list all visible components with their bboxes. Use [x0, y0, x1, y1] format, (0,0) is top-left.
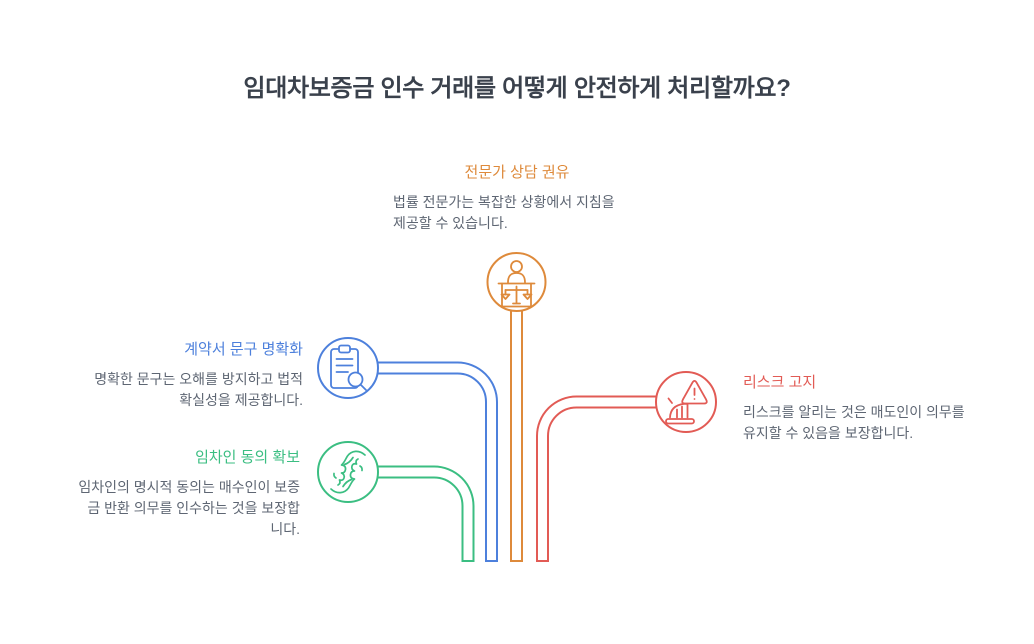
node-circle-contract: [317, 337, 379, 399]
handshake-icon: [330, 450, 366, 494]
page-title: 임대차보증금 인수 거래를 어떻게 안전하게 처리할까요?: [243, 75, 791, 103]
step-risk-body: 리스크를 알리는 것은 매도인이 의무를 유지할 수 있음을 보장합니다.: [743, 404, 965, 441]
document-magnifier-icon: [330, 344, 367, 391]
node-circle-risk: [655, 371, 717, 433]
step-expert-body: 법률 전문가는 복잡한 상황에서 지침을 제공할 수 있습니다.: [393, 194, 615, 231]
step-tenant: 임차인 동의 확보 임차인의 명시적 동의는 매수인이 보증 금 반환 의무를 …: [20, 448, 300, 540]
connector-green: [348, 465, 475, 562]
legal-expert-scales-icon: [497, 260, 536, 308]
step-expert: 전문가 상담 권유 법률 전문가는 복잡한 상황에서 지침을 제공할 수 있습니…: [393, 163, 641, 234]
step-tenant-body: 임차인의 명시적 동의는 매수인이 보증 금 반환 의무를 인수하는 것을 보장…: [78, 479, 300, 537]
step-contract: 계약서 문구 명확화 명확한 문구는 오해를 방지하고 법적 확실성을 제공합니…: [43, 340, 303, 411]
step-tenant-heading: 임차인 동의 확보: [195, 449, 300, 466]
connector-blue: [348, 361, 498, 562]
step-contract-heading: 계약서 문구 명확화: [184, 341, 303, 358]
step-risk-heading: 리스크 고지: [743, 374, 817, 391]
warning-announcement-icon: [665, 380, 708, 425]
node-circle-tenant: [317, 441, 379, 503]
step-risk: 리스크 고지 리스크를 알리는 것은 매도인이 의무를 유지할 수 있음을 보장…: [743, 373, 1013, 444]
step-contract-body: 명확한 문구는 오해를 방지하고 법적 확실성을 제공합니다.: [94, 371, 303, 408]
connector-red: [536, 395, 686, 562]
step-expert-heading: 전문가 상담 권유: [464, 164, 570, 181]
